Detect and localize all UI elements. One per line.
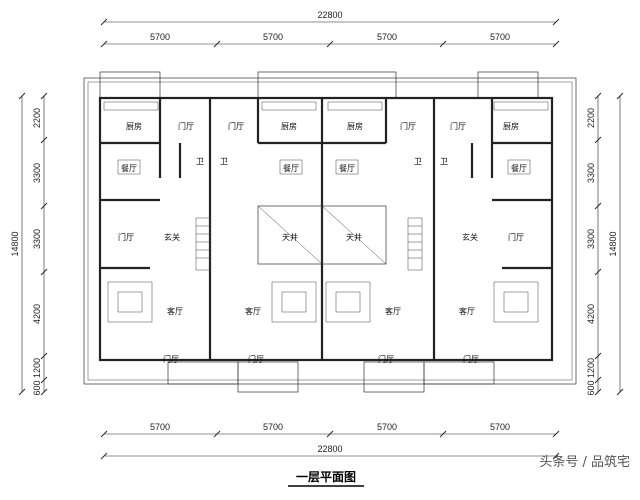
dining-label: 餐厅 xyxy=(511,164,527,173)
vestibule-label: 门厅 xyxy=(178,121,194,131)
bottom-seg-2: 5700 xyxy=(263,422,283,432)
left-seg-2: 3300 xyxy=(32,163,42,183)
staircases xyxy=(195,217,423,271)
kitchen-label: 厨房 xyxy=(126,121,142,131)
left-seg-3: 3300 xyxy=(32,229,42,249)
dining-label: 餐厅 xyxy=(339,164,355,173)
living-label: 客厅 xyxy=(459,306,475,316)
top-seg-4: 5700 xyxy=(490,32,510,42)
left-seg-4: 4200 xyxy=(32,304,42,324)
right-total-dim: 14800 xyxy=(608,231,618,256)
left-seg-1: 2200 xyxy=(32,108,42,128)
left-seg-6: 600 xyxy=(32,380,42,395)
living-sofas xyxy=(107,281,539,323)
vestibule-label: 门厅 xyxy=(378,354,394,364)
kitchen-label: 厨房 xyxy=(347,121,363,131)
foyer-label: 玄关 xyxy=(462,232,478,242)
right-seg-6: 600 xyxy=(586,380,596,395)
right-seg-2: 3300 xyxy=(586,163,596,183)
dining-label: 餐厅 xyxy=(121,164,137,173)
vestibule-label: 门厅 xyxy=(450,121,466,131)
courtyard-label: 天井 xyxy=(346,232,362,242)
bottom-total-dim: 22800 xyxy=(317,444,342,454)
vestibule-label: 门厅 xyxy=(508,232,524,242)
courtyards xyxy=(257,205,387,265)
living-label: 客厅 xyxy=(245,306,261,316)
right-dimension-chain: 2200 3300 3300 4200 1200 600 14800 xyxy=(586,92,624,396)
bottom-seg-4: 5700 xyxy=(490,422,510,432)
left-seg-5: 1200 xyxy=(32,358,42,378)
vestibule-label: 门厅 xyxy=(463,354,479,364)
left-total-dim: 14800 xyxy=(10,231,20,256)
living-label: 客厅 xyxy=(167,306,183,316)
bottom-dimension-chain: 5700 5700 5700 5700 22800 xyxy=(100,422,560,460)
bottom-seg-3: 5700 xyxy=(377,422,397,432)
top-total-dim: 22800 xyxy=(317,10,342,20)
kitchen-label: 厨房 xyxy=(281,121,297,131)
building-outline xyxy=(83,71,577,393)
vestibule-label: 门厅 xyxy=(163,354,179,364)
vestibule-label: 门厅 xyxy=(400,121,416,131)
kitchen-label: 厨房 xyxy=(503,121,519,131)
top-seg-1: 5700 xyxy=(150,32,170,42)
courtyard-label: 天井 xyxy=(282,232,298,242)
vestibule-label: 门厅 xyxy=(248,354,264,364)
right-seg-4: 4200 xyxy=(586,304,596,324)
watermark-text: 头条号 / 品筑宅 xyxy=(539,454,630,470)
foyer-label: 玄关 xyxy=(164,232,180,242)
bath-label: 卫 xyxy=(196,157,204,166)
bath-label: 卫 xyxy=(440,157,448,166)
bath-label: 卫 xyxy=(414,157,422,166)
left-dimension-chain: 14800 2200 3300 3300 4200 1200 600 xyxy=(10,92,48,396)
top-dimension-chain: 22800 5700 5700 5700 5700 xyxy=(100,10,560,48)
room-labels: 厨房 厨房 厨房 厨房 门厅 门厅 门厅 门厅 卫 卫 卫 卫 餐厅 餐厅 餐厅… xyxy=(118,121,527,364)
right-seg-5: 1200 xyxy=(586,358,596,378)
kitchen-counters xyxy=(103,101,549,111)
dining-label: 餐厅 xyxy=(283,164,299,173)
bath-label: 卫 xyxy=(220,157,228,166)
top-seg-2: 5700 xyxy=(263,32,283,42)
dining-tables xyxy=(117,159,531,175)
top-seg-3: 5700 xyxy=(377,32,397,42)
vestibule-label: 门厅 xyxy=(118,232,134,242)
plan-title: 一层平面图 xyxy=(296,470,356,484)
living-label: 客厅 xyxy=(385,306,401,316)
vestibule-label: 门厅 xyxy=(228,121,244,131)
bottom-seg-1: 5700 xyxy=(150,422,170,432)
right-seg-1: 2200 xyxy=(586,108,596,128)
right-seg-3: 3300 xyxy=(586,229,596,249)
